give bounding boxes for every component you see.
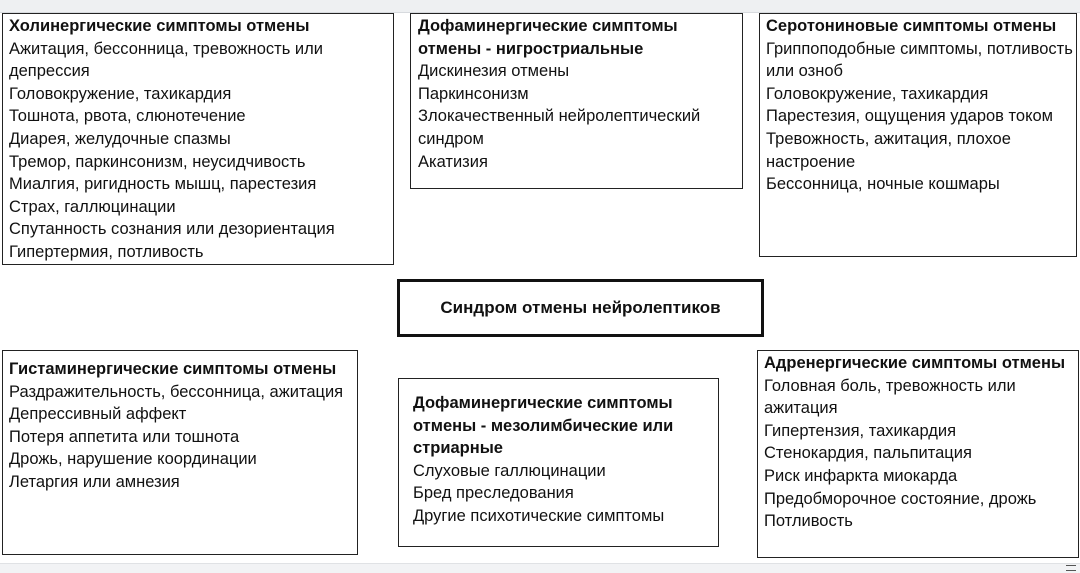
list-item: Другие психотические симптомы — [413, 506, 665, 525]
list-item: Паркинсонизм — [418, 84, 529, 103]
adrenergic-title: Адренергические симптомы отмены — [764, 354, 1066, 372]
list-item: Ажитация, бессонница, тревожность или де… — [9, 39, 323, 81]
list-item: Спутанность сознания или дезориентация — [9, 220, 335, 239]
menu-lines-icon — [1066, 565, 1076, 571]
dopaminergic-nigrostriatal-box: Дофаминергические симптомы отмены - нигр… — [410, 13, 743, 189]
list-item: Миалгия, ригидность мышц, парестезия — [9, 175, 317, 194]
list-item: Страх, галлюцинации — [9, 197, 176, 216]
serotonin-list: Гриппоподобные симптомы, потливость или … — [766, 38, 1076, 196]
list-item: Тремор, паркинсонизм, неусидчивость — [9, 152, 306, 171]
list-item: Депрессивный аффект — [9, 405, 187, 424]
list-item: Диарея, желудочные спазмы — [9, 129, 231, 148]
cholinergic-list: Ажитация, бессонница, тревожность или де… — [9, 38, 393, 264]
list-item: Летаргия или амнезия — [9, 472, 180, 491]
central-syndrome-label: Синдром отмены нейролептиков — [440, 298, 721, 317]
list-item: Гриппоподобные симптомы, потливость или … — [766, 39, 1073, 81]
list-item: Гипертермия, потливость — [9, 242, 204, 261]
list-item: Риск инфаркта миокарда — [764, 466, 958, 485]
dopaminergic-nigrostriatal-title: Дофаминергические симптомы отмены - нигр… — [418, 17, 678, 58]
dopaminergic-mesolimbic-list: Слуховые галлюцинации Бред преследования… — [413, 460, 718, 528]
list-item: Предобморочное состояние, дрожь — [764, 489, 1037, 508]
list-item: Тошнота, рвота, слюнотечение — [9, 107, 246, 126]
list-item: Злокачественный нейролептический синдром — [418, 107, 701, 148]
serotonin-title: Серотониновые симптомы отмены — [766, 17, 1057, 35]
list-item: Головокружение, тахикардия — [766, 84, 989, 103]
top-border-strip — [0, 0, 1080, 13]
central-syndrome-box: Синдром отмены нейролептиков — [397, 279, 764, 337]
list-item: Парестезия, ощущения ударов током — [766, 107, 1053, 126]
list-item: Дрожь, нарушение координации — [9, 450, 257, 469]
list-item: Тревожность, ажитация, плохое настроение — [766, 129, 1011, 171]
list-item: Потливость — [764, 512, 853, 531]
dopaminergic-nigrostriatal-list: Дискинезия отмены Паркинсонизм Злокачест… — [418, 60, 742, 173]
list-item: Стенокардия, пальпитация — [764, 444, 972, 463]
adrenergic-list: Головная боль, тревожность или ажитация … — [764, 375, 1078, 533]
bottom-border-strip — [0, 563, 1080, 573]
list-item: Бред преследования — [413, 484, 574, 503]
serotonin-box: Серотониновые симптомы отмены Гриппоподо… — [759, 13, 1077, 257]
histaminergic-box: Гистаминергические симптомы отмены Раздр… — [2, 350, 358, 555]
list-item: Головная боль, тревожность или ажитация — [764, 376, 1016, 418]
adrenergic-box: Адренергические симптомы отмены Головная… — [757, 350, 1079, 558]
dopaminergic-mesolimbic-title: Дофаминергические симптомы отмены - мезо… — [413, 394, 674, 458]
histaminergic-title: Гистаминергические симптомы отмены — [9, 360, 337, 378]
list-item: Потеря аппетита или тошнота — [9, 427, 240, 446]
list-item: Головокружение, тахикардия — [9, 84, 232, 103]
list-item: Дискинезия отмены — [418, 62, 570, 81]
list-item: Гипертензия, тахикардия — [764, 421, 957, 440]
list-item: Раздражительность, бессонница, ажитация — [9, 382, 344, 401]
cholinergic-title: Холинергические симптомы отмены — [9, 17, 310, 35]
list-item: Бессонница, ночные кошмары — [766, 175, 1000, 194]
dopaminergic-mesolimbic-box: Дофаминергические симптомы отмены - мезо… — [398, 378, 719, 547]
list-item: Слуховые галлюцинации — [413, 461, 606, 480]
histaminergic-list: Раздражительность, бессонница, ажитация … — [9, 381, 357, 494]
list-item: Акатизия — [418, 152, 488, 171]
cholinergic-box: Холинергические симптомы отмены Ажитация… — [2, 13, 394, 265]
